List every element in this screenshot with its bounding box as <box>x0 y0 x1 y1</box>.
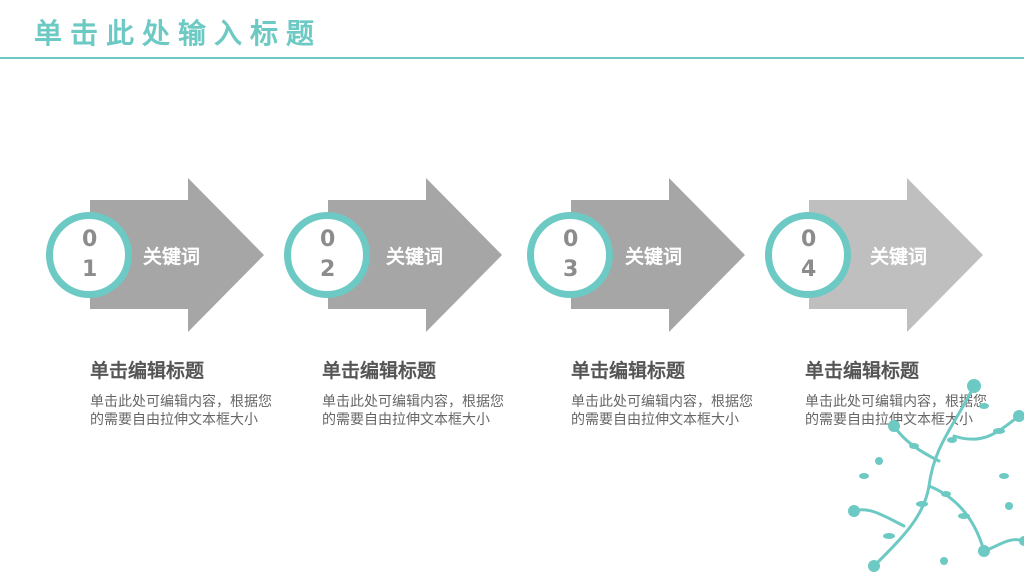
step-2[interactable]: 02 关键词 <box>284 178 524 338</box>
step-heading-2[interactable]: 单击编辑标题 <box>322 360 437 382</box>
step-description-1: 单击编辑标题 单击此处可编辑内容，根据您的需要自由拉伸文本框大小 <box>90 356 275 429</box>
step-1[interactable]: 01 关键词 <box>46 178 286 338</box>
floral-vine-icon <box>848 379 1024 572</box>
step-number-3: 03 <box>563 227 579 282</box>
step-number-2: 02 <box>320 227 336 282</box>
arrow-shape-1 <box>90 178 264 332</box>
step-keyword-2[interactable]: 关键词 <box>386 246 444 268</box>
step-3[interactable]: 03 关键词 <box>527 178 767 338</box>
step-number-circle-3: 03 <box>527 212 613 298</box>
step-keyword-3[interactable]: 关键词 <box>625 246 683 268</box>
step-description-3: 单击编辑标题 单击此处可编辑内容，根据您的需要自由拉伸文本框大小 <box>571 356 756 429</box>
step-number-1: 01 <box>82 227 98 282</box>
title-divider <box>0 57 1024 59</box>
step-heading-1[interactable]: 单击编辑标题 <box>90 360 205 382</box>
step-number-4: 04 <box>801 227 817 282</box>
step-heading-4[interactable]: 单击编辑标题 <box>805 360 920 382</box>
page-title[interactable]: 单击此处输入标题 <box>34 17 323 50</box>
step-body-1[interactable]: 单击此处可编辑内容，根据您的需要自由拉伸文本框大小 <box>90 394 272 428</box>
step-4[interactable]: 04 关键词 <box>765 178 1005 338</box>
step-keyword-1[interactable]: 关键词 <box>143 246 201 268</box>
step-number-circle-1: 01 <box>46 212 132 298</box>
arrow-shape-3 <box>571 178 745 332</box>
arrow-shape-2 <box>328 178 502 332</box>
step-number-circle-4: 04 <box>765 212 851 298</box>
step-heading-3[interactable]: 单击编辑标题 <box>571 360 686 382</box>
step-number-circle-2: 02 <box>284 212 370 298</box>
arrow-shape-4 <box>809 178 983 332</box>
step-description-2: 单击编辑标题 单击此处可编辑内容，根据您的需要自由拉伸文本框大小 <box>322 356 507 429</box>
step-body-3[interactable]: 单击此处可编辑内容，根据您的需要自由拉伸文本框大小 <box>571 394 753 428</box>
step-body-2[interactable]: 单击此处可编辑内容，根据您的需要自由拉伸文本框大小 <box>322 394 504 428</box>
step-description-4: 单击编辑标题 单击此处可编辑内容，根据您的需要自由拉伸文本框大小 <box>805 356 990 429</box>
step-keyword-4[interactable]: 关键词 <box>870 246 928 268</box>
step-body-4[interactable]: 单击此处可编辑内容，根据您的需要自由拉伸文本框大小 <box>805 394 987 428</box>
